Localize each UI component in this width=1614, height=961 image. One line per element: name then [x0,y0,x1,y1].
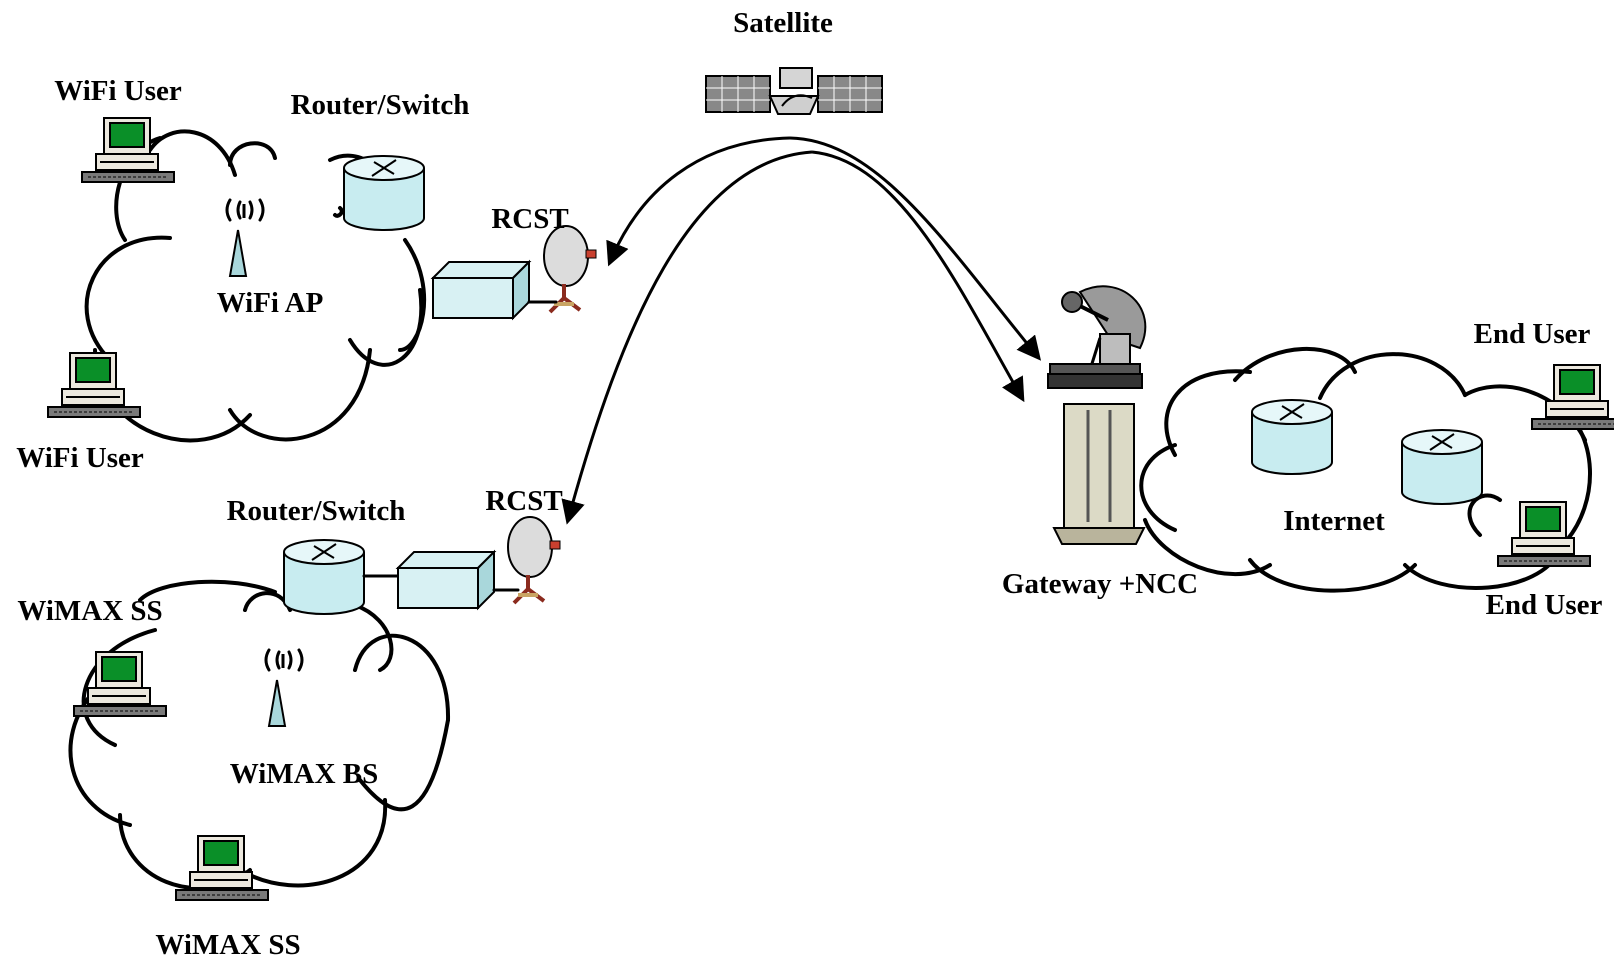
end-user-top-label: End User [1474,318,1591,350]
wifi-user-bottom-label: WiFi User [16,442,144,474]
wimax-bs-access-point-icon [266,650,302,726]
wifi-user-top-computer-icon [82,118,174,182]
router-switch-top-router-icon [344,156,424,230]
internet-router-1-icon [1252,400,1332,474]
wimax-network-cloud [70,582,448,888]
end-user-bottom-label: End User [1486,589,1603,621]
internet-label: Internet [1283,505,1385,537]
wimax-ss-bottom-computer-icon [176,836,268,900]
internet-router-2-icon [1402,430,1482,504]
wimax-ss-bottom-label: WiMAX SS [155,929,300,961]
rcst-bottom-modem-box-icon [398,552,494,608]
server-rack-icon [1054,404,1144,544]
satellite-icon [706,68,882,114]
wimax-bs-label: WiMAX BS [230,758,379,790]
router-switch-top-label: Router/Switch [291,89,470,121]
wifi-user-bottom-computer-icon [48,353,140,417]
rcst-top-dish-icon [544,226,596,312]
end-user-bottom-computer-icon [1498,502,1590,566]
wifi-ap-label: WiFi AP [217,287,324,319]
satellite-label: Satellite [733,7,833,39]
wimax-ss-left-label: WiMAX SS [17,595,162,627]
satellite-links [568,138,1038,520]
gateway-dish-icon [1048,286,1145,388]
rcst-bottom-label: RCST [485,485,562,517]
gateway-ncc-label: Gateway +NCC [1002,568,1198,600]
rcst-top-modem-box-icon [433,262,529,318]
router-switch-bottom-label: Router/Switch [227,495,406,527]
router-switch-bottom-router-icon [284,540,364,614]
wifi-user-top-label: WiFi User [54,75,182,107]
wifi-ap-access-point-icon [227,200,263,276]
rcst-top-label: RCST [491,203,568,235]
